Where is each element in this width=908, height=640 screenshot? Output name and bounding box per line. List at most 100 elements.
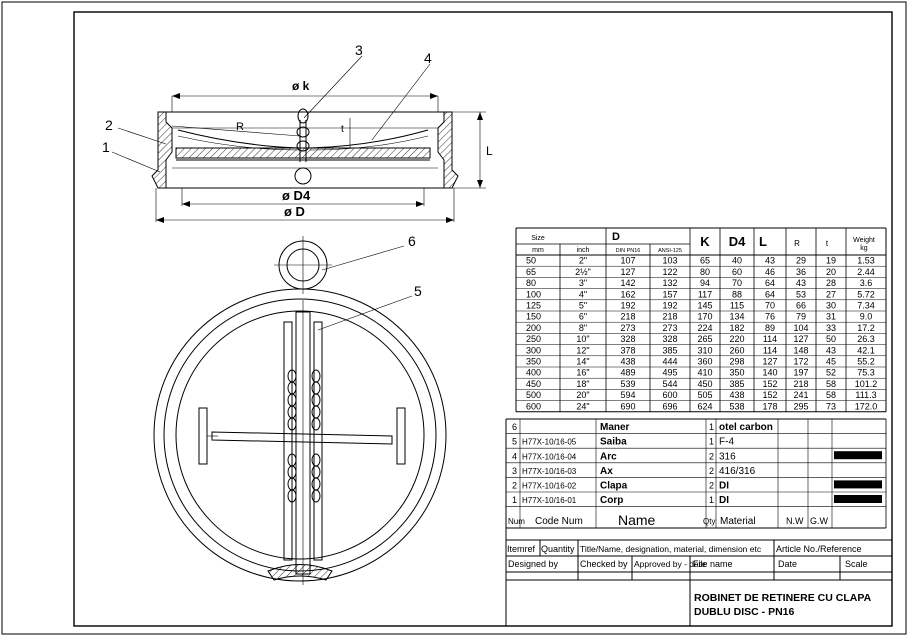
- callout-1: 1: [102, 139, 110, 155]
- size-cell: 89: [765, 323, 775, 333]
- callout-4: 4: [424, 50, 432, 66]
- part-qty: 1: [709, 437, 714, 447]
- size-cell: 65: [526, 267, 536, 277]
- parts-head-name: Name: [618, 512, 656, 528]
- part-material: 316: [719, 451, 736, 462]
- disc-plate: [175, 147, 431, 159]
- d-header: D: [612, 231, 620, 243]
- drawing-title-line-2: DUBLU DISC - PN16: [694, 606, 795, 618]
- parts-head-num: Num: [508, 517, 525, 526]
- part-num: 4: [512, 451, 517, 461]
- size-cell: 20: [826, 267, 836, 277]
- size-cell: 544: [662, 379, 677, 389]
- size-cell: 438: [620, 357, 635, 367]
- parts-head-nw: N.W: [786, 516, 804, 526]
- size-cell: 2": [579, 256, 587, 266]
- part-code: H77X-10/16-02: [522, 482, 577, 491]
- size-cell: 385: [662, 345, 677, 355]
- size-cell: 218: [620, 312, 635, 322]
- size-cell: 114: [763, 334, 777, 344]
- size-cell: 2.44: [857, 267, 875, 277]
- size-cell: 29: [796, 256, 806, 266]
- size-cell: 43: [765, 256, 775, 266]
- size-cell: 350: [729, 368, 744, 378]
- size-cell: 9.0: [860, 312, 873, 322]
- part-material: 416/316: [719, 466, 756, 477]
- size-cell: 43: [826, 345, 836, 355]
- size-cell: 70: [765, 301, 775, 311]
- dim-d-label: ø D: [284, 204, 305, 219]
- size-cell: 65: [700, 256, 710, 266]
- part-qty: 1: [709, 422, 714, 432]
- size-cell: 10": [576, 334, 589, 344]
- size-cell: 148: [793, 345, 808, 355]
- size-cell: 500: [526, 390, 541, 400]
- part-num: 5: [512, 437, 517, 447]
- size-cell: 140: [762, 368, 777, 378]
- size-cell: 182: [729, 323, 744, 333]
- body-left-section: [151, 111, 173, 189]
- size-cell: 241: [793, 390, 808, 400]
- dim-r-label: R: [236, 121, 244, 133]
- k-header: K: [700, 234, 710, 249]
- kg-header: kg: [860, 245, 868, 252]
- inch-header: inch: [577, 247, 590, 254]
- parts-head-gw: G.W: [810, 516, 829, 526]
- size-cell: 111.3: [855, 390, 876, 400]
- part-note-bg: [834, 495, 882, 503]
- size-cell: 152: [762, 390, 777, 400]
- din-header: DIN PN16: [616, 248, 641, 254]
- part-note-bg: [834, 451, 882, 460]
- size-cell: 172: [793, 357, 808, 367]
- mm-header: mm: [532, 247, 544, 254]
- tb-article: Article No./Reference: [776, 544, 862, 554]
- size-cell: 218: [793, 379, 808, 389]
- size-cell: 265: [697, 334, 712, 344]
- size-cell: 505: [697, 390, 712, 400]
- size-cell: 88: [732, 289, 742, 299]
- size-cell: 100: [526, 289, 541, 299]
- title-block: [505, 539, 892, 626]
- size-cell: 20": [576, 390, 589, 400]
- size-cell: 489: [620, 368, 635, 378]
- part-num: 6: [512, 422, 517, 432]
- part-name: Maner: [600, 422, 630, 433]
- size-cell: 127: [620, 267, 635, 277]
- size-cell: 450: [697, 379, 712, 389]
- size-cell: 250: [526, 334, 541, 344]
- size-cell: 360: [697, 357, 712, 367]
- size-cell: 114: [763, 345, 777, 355]
- part-note-bg: [834, 480, 882, 489]
- size-cell: 53: [796, 289, 806, 299]
- dim-d4-label: ø D4: [282, 188, 311, 203]
- size-cell: 58: [826, 390, 836, 400]
- t-header: t: [826, 239, 829, 248]
- size-cell: 40: [732, 256, 742, 266]
- size-cell: 16": [576, 368, 589, 378]
- size-cell: 444: [662, 357, 677, 367]
- size-cell: 30: [826, 301, 836, 311]
- size-cell: 690: [620, 401, 635, 411]
- size-cell: 3.6: [860, 278, 873, 288]
- size-cell: 43: [796, 278, 806, 288]
- callout-3: 3: [355, 42, 363, 58]
- size-cell: 70: [732, 278, 742, 288]
- size-cell: 75.3: [857, 368, 875, 378]
- size-cell: 145: [697, 301, 712, 311]
- size-cell: 3": [579, 278, 587, 288]
- size-cell: 26.3: [857, 334, 875, 344]
- size-cell: 134: [729, 312, 744, 322]
- size-header: Size: [531, 235, 545, 242]
- drawing-title-line-1: ROBINET DE RETINERE CU CLAPA: [694, 592, 872, 604]
- size-cell: 73: [826, 401, 836, 411]
- size-cell: 197: [793, 368, 808, 378]
- part-num: 2: [512, 481, 517, 491]
- size-cell: 298: [729, 357, 744, 367]
- size-cell: 28: [826, 278, 836, 288]
- size-cell: 1.53: [857, 256, 875, 266]
- tb-title-name: Title/Name, designation, material, dimen…: [580, 544, 762, 554]
- size-cell: 6": [579, 312, 587, 322]
